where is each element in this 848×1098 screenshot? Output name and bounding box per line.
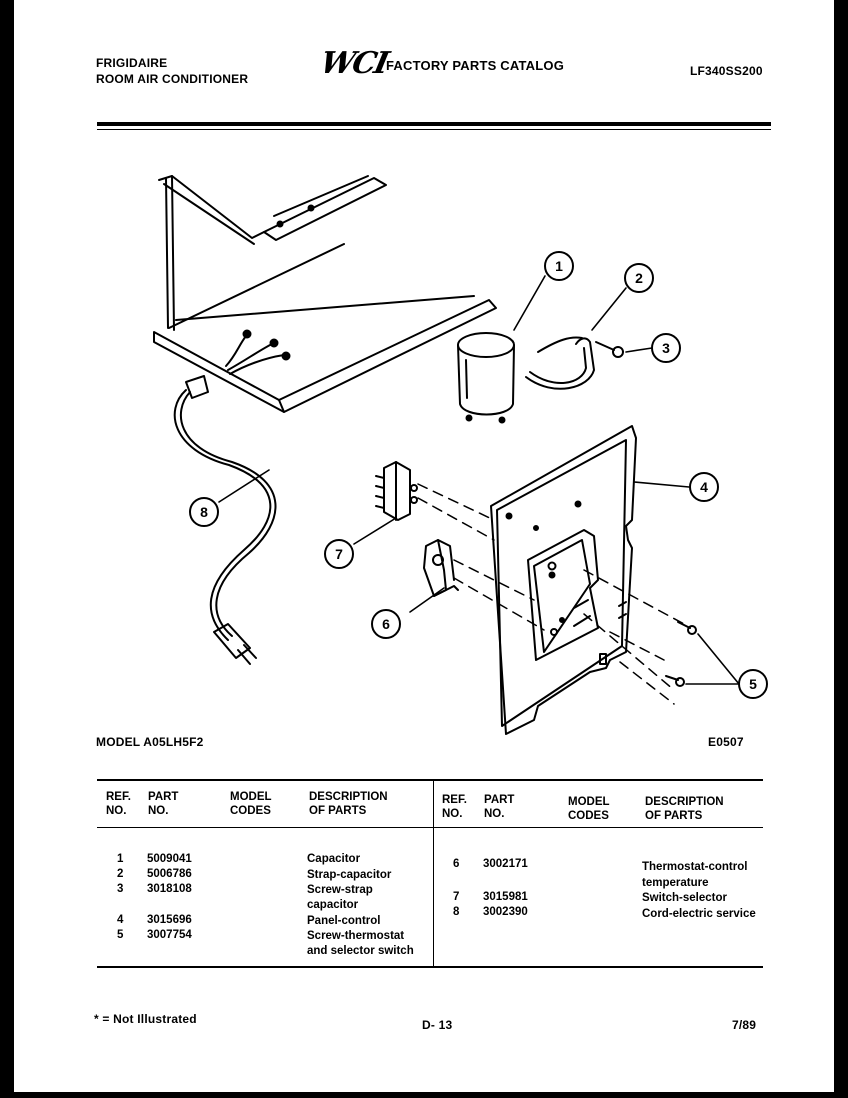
row-description: Strap-capacitor: [307, 869, 392, 881]
catalog-number: LF340SS200: [690, 64, 763, 78]
not-illustrated-note: * = Not Illustrated: [94, 1012, 197, 1026]
row-part-no: 3002390: [483, 906, 528, 918]
brand-name: FRIGIDAIRE: [96, 56, 168, 70]
row-part-no: 3007754: [147, 929, 192, 941]
callout-label-5: 5: [749, 676, 757, 692]
chassis-base-drawing: [153, 175, 497, 413]
screw-drawing: [595, 341, 624, 358]
product-name: ROOM AIR CONDITIONER: [96, 72, 249, 86]
row-description: Thermostat-control: [642, 861, 748, 873]
row-ref: 1: [117, 853, 124, 865]
row-ref: 6: [453, 858, 460, 870]
capacitor-strap-drawing: [525, 336, 595, 390]
row-description: Cord-electric service: [642, 908, 756, 920]
table-top-rule: [97, 779, 763, 781]
control-panel-drawing: [490, 425, 637, 735]
callout-5: [738, 669, 768, 699]
row-description-line2: and selector switch: [307, 945, 414, 957]
row-ref: 2: [117, 868, 124, 880]
callout-3: [651, 333, 681, 363]
row-part-no: 5009041: [147, 853, 192, 865]
table-divider: [433, 780, 434, 968]
header-rule: [97, 122, 771, 126]
catalog-page: FRIGIDAIRE ROOM AIR CONDITIONER WCI FACT…: [14, 0, 834, 1092]
row-part-no: 3015981: [483, 891, 528, 903]
row-part-no: 3018108: [147, 883, 192, 895]
row-description: Screw-thermostat: [307, 930, 405, 942]
callout-label-3: 3: [662, 340, 670, 356]
exploded-parts-diagram: 1 2 3 4 5 6 7 8: [153, 175, 768, 735]
row-description: Switch-selector: [642, 892, 727, 904]
row-description: Panel-control: [307, 915, 381, 927]
callout-label-4: 4: [700, 479, 708, 495]
callout-label-7: 7: [335, 546, 343, 562]
callout-label-6: 6: [382, 616, 390, 632]
figure-code: E0507: [708, 735, 744, 749]
row-ref: 7: [453, 891, 460, 903]
row-ref: 8: [453, 906, 460, 918]
callout-label-8: 8: [200, 504, 208, 520]
row-part-no: 3015696: [147, 914, 192, 926]
callout-4: [689, 472, 719, 502]
row-ref: 3: [117, 883, 124, 895]
callout-2: [624, 263, 654, 293]
selector-switch-drawing: [375, 461, 418, 521]
model-label: MODEL A05LH5F2: [96, 735, 204, 749]
thermostat-drawing: [423, 539, 459, 597]
catalog-title: FACTORY PARTS CATALOG: [386, 58, 565, 73]
row-part-no: 5006786: [147, 868, 192, 880]
panel-screws-drawing: [665, 621, 697, 687]
row-part-no: 3002171: [483, 858, 528, 870]
row-description-line2: capacitor: [307, 899, 359, 911]
header-rule-thin: [97, 129, 771, 130]
revision-date: 7/89: [732, 1018, 757, 1032]
header-ref-no: REF.NO.: [106, 791, 131, 817]
callout-circles: [189, 251, 768, 699]
callout-label-2: 2: [635, 270, 643, 286]
leader-lines: [218, 275, 740, 685]
header-ref-no-right: REF.NO.: [442, 794, 467, 820]
projection-lines: [417, 483, 685, 705]
row-description: Capacitor: [307, 853, 361, 865]
callout-8: [189, 497, 219, 527]
callout-7: [324, 539, 354, 569]
page-number: D- 13: [422, 1018, 453, 1032]
capacitor-drawing: [457, 332, 515, 424]
row-ref: 4: [117, 914, 124, 926]
table-bottom-rule: [97, 966, 763, 968]
row-description-line2: temperature: [642, 877, 709, 889]
service-cord-drawing: [173, 329, 291, 665]
callout-1: [544, 251, 574, 281]
callout-6: [371, 609, 401, 639]
row-ref: 5: [117, 929, 124, 941]
row-description: Screw-strap: [307, 884, 373, 896]
callout-label-1: 1: [555, 258, 563, 274]
table-header-rule: [97, 827, 763, 828]
